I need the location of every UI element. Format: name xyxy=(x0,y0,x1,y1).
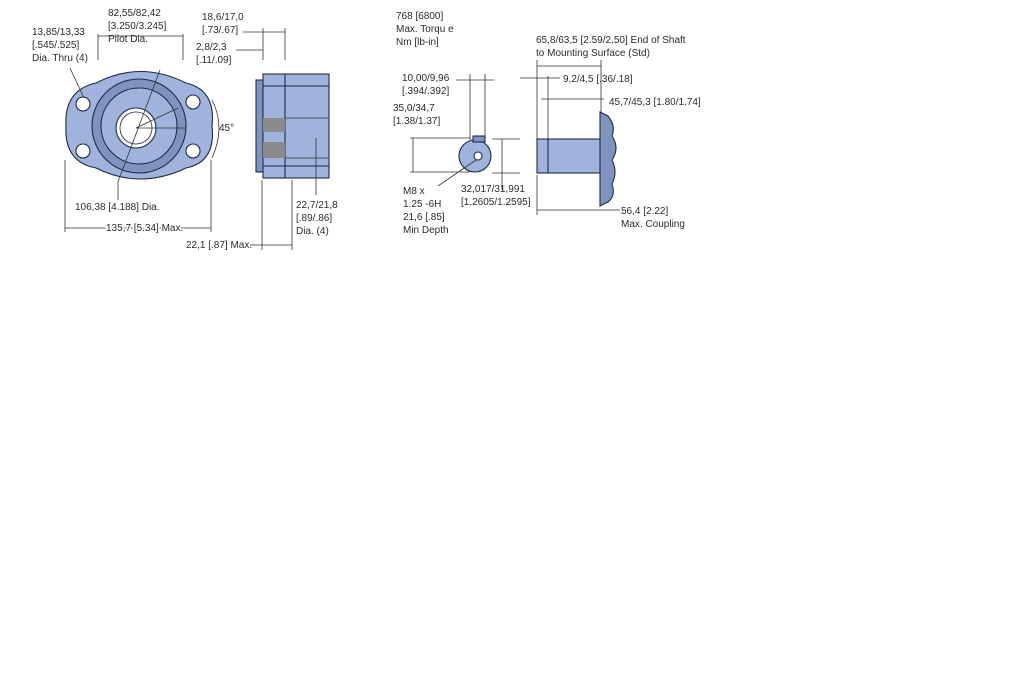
shaft-body xyxy=(536,138,602,174)
key-width-1: 10,00/9,96 xyxy=(402,73,450,84)
thread-hole-dia-3: Dia. (4) xyxy=(296,226,329,237)
mount-hole xyxy=(185,143,201,159)
shoulder-label: 9,2/4,5 [.36/.18] xyxy=(563,74,633,85)
mounting-face xyxy=(599,111,617,207)
thread-4: Min Depth xyxy=(403,225,449,236)
key-height-1: 35,0/34,7 xyxy=(393,103,435,114)
flange-thickness-2: [.73/.67] xyxy=(202,25,238,36)
thread-hole-dia-2: [.89/.86] xyxy=(296,213,332,224)
overall-max-label: 22,1 [.87] Max. xyxy=(186,240,252,251)
angle-label: 45° xyxy=(219,123,234,134)
pilot-length-1: 2,8/2,3 xyxy=(196,42,227,53)
key xyxy=(472,135,486,143)
end-of-shaft-1: 65,8/63,5 [2.59/2.50] End of Shaft xyxy=(536,35,686,46)
flange-thickness-1: 18,6/17,0 xyxy=(202,12,244,23)
section-cut-top xyxy=(263,118,285,132)
pilot-dia-3: Pilot Dia. xyxy=(108,34,148,45)
mount-hole-dia-1: 13,85/13,33 xyxy=(32,27,85,38)
thread-1: M8 x xyxy=(403,186,425,197)
key-height-2: [1.38/1.37] xyxy=(393,116,440,127)
bolt-circle-label: 106,38 [4.188] Dia. xyxy=(75,202,160,213)
side-view: 18,6/17,0 [.73/.67] 2,8/2,3 [.11/.09] 22… xyxy=(186,12,338,251)
shaft-dia-2: [1.2605/1.2595] xyxy=(461,197,531,208)
mount-hole xyxy=(75,143,91,159)
torque-1: 768 [6800] xyxy=(396,11,443,22)
pilot-dia-1: 82,55/82,42 xyxy=(108,8,161,19)
shaft-dia-1: 32,017/31,991 xyxy=(461,184,525,195)
pilot-length-2: [.11/.09] xyxy=(196,55,232,66)
front-view: 13,85/13,33 [.545/.525] Dia. Thru (4) 82… xyxy=(32,8,234,236)
section-cut-bottom xyxy=(263,142,285,158)
torque-3: Nm [lb-in] xyxy=(396,37,439,48)
thread-3: 21,6 [.85] xyxy=(403,212,445,223)
mount-hole xyxy=(75,96,91,112)
mount-hole-dia-3: Dia. Thru (4) xyxy=(32,53,88,64)
shaft-view: 768 [6800] Max. Torqu e Nm [lb-in] 10,00… xyxy=(393,11,701,236)
thread-hole-dia-1: 22,7/21,8 xyxy=(296,200,338,211)
key-width-2: [.394/.392] xyxy=(402,86,449,97)
thread-hole xyxy=(473,151,483,161)
flange-width-label: 135,7 [5.34] Max. xyxy=(106,223,183,234)
mount-hole-dia-2: [.545/.525] xyxy=(32,40,79,51)
coupling-1: 56,4 [2.22] xyxy=(621,206,668,217)
mount-hole xyxy=(185,94,201,110)
pilot-dia-2: [3.250/3.245] xyxy=(108,21,167,32)
coupling-2: Max. Coupling xyxy=(621,219,685,230)
shaft-length-label: 45,7/45,3 [1.80/1.74] xyxy=(609,97,701,108)
torque-2: Max. Torqu e xyxy=(396,24,454,35)
thread-2: 1.25 -6H xyxy=(403,199,441,210)
end-of-shaft-2: to Mounting Surface (Std) xyxy=(536,48,650,59)
